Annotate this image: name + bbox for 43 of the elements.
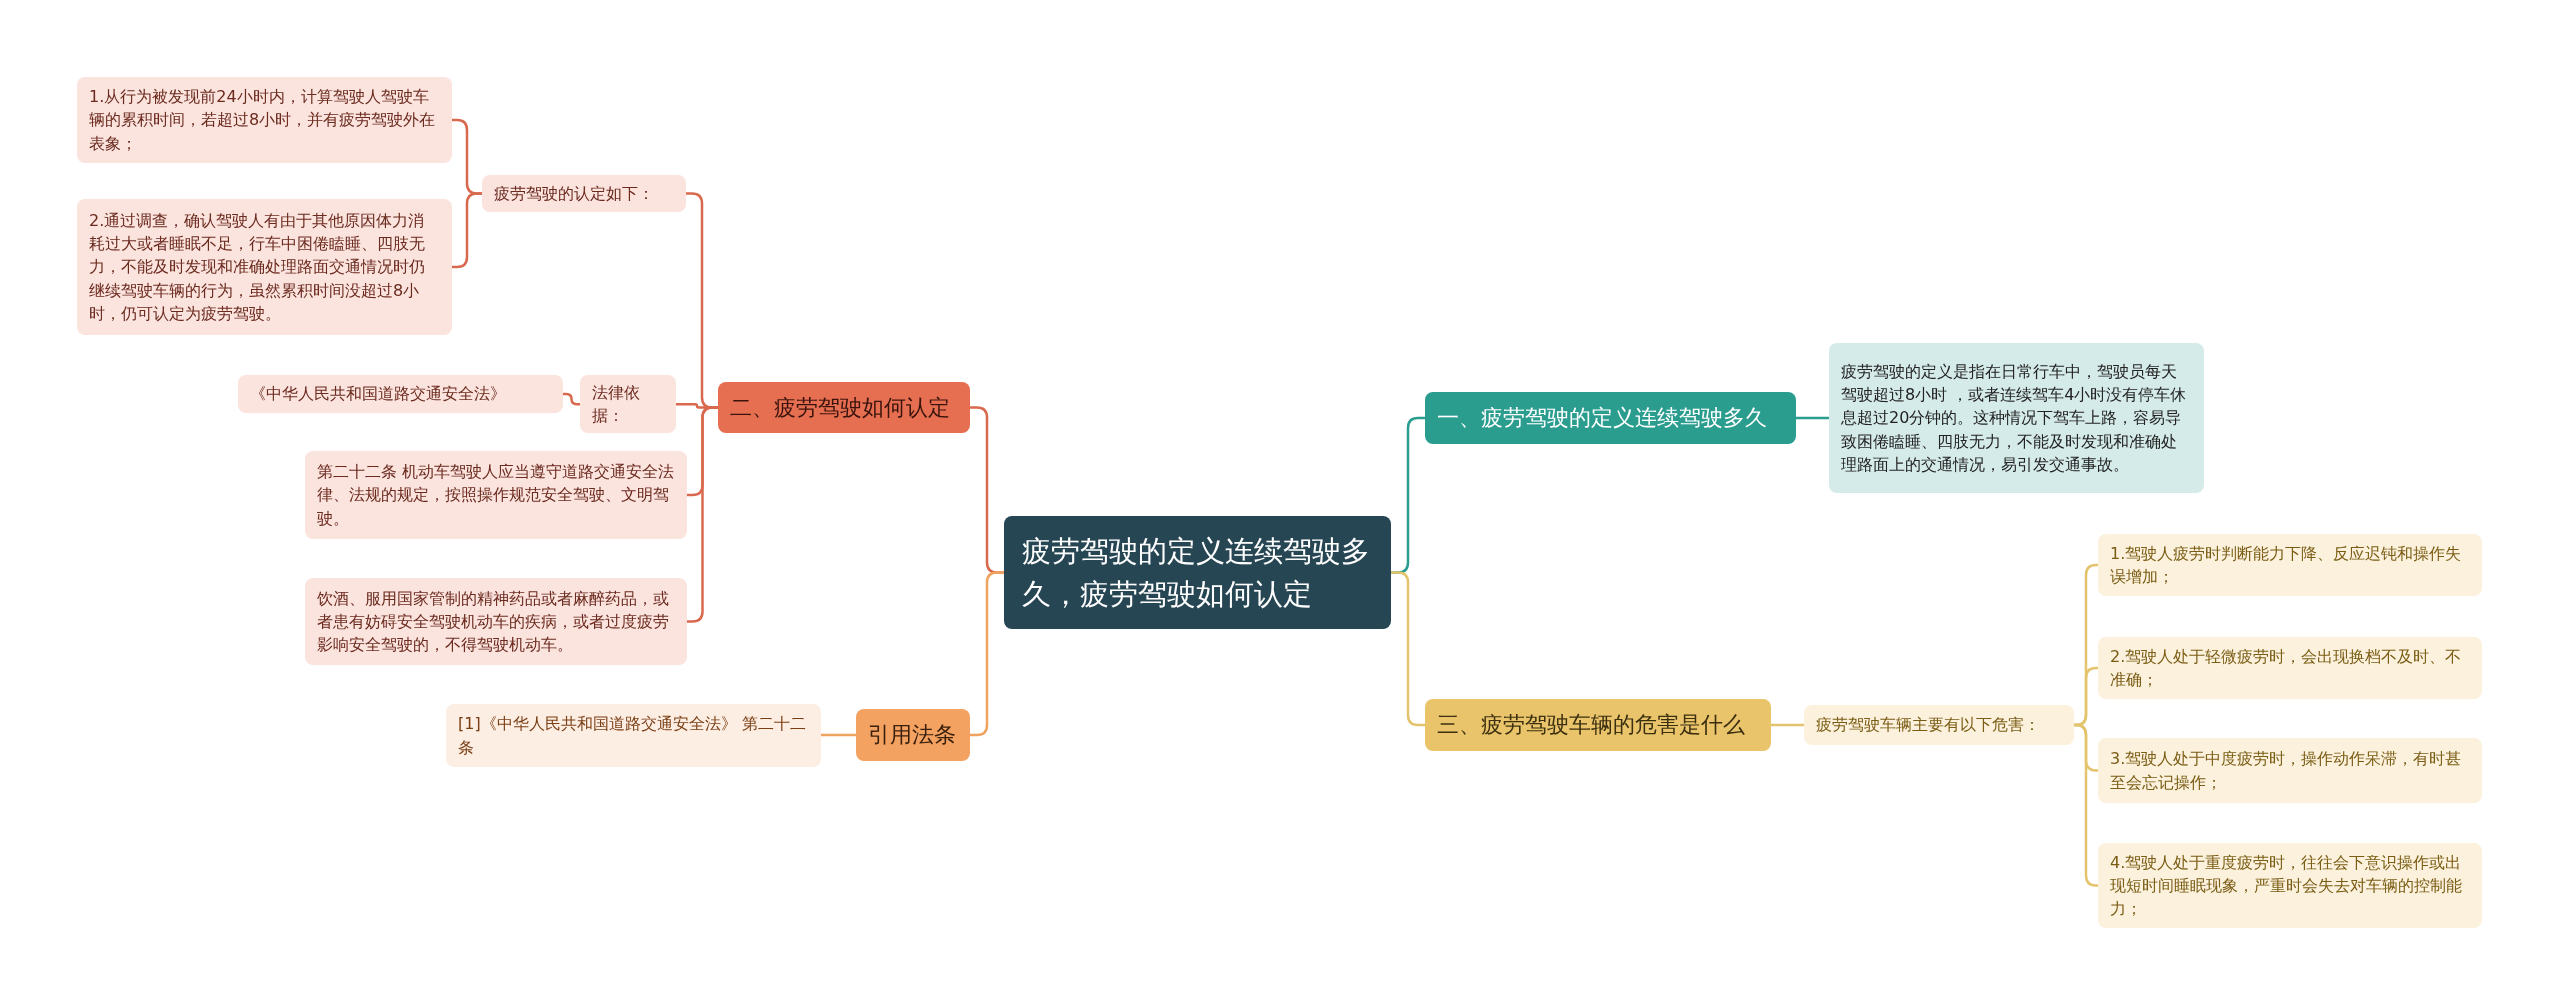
connector-line — [2074, 723, 2098, 887]
topic-text: 4.驾驶人处于重度疲劳时，往往会下意识操作或出现短时间睡眠现象，严重时会失去对车辆的控制能力； — [2110, 851, 2463, 921]
connector-line — [821, 733, 856, 737]
branch-topic-box — [1425, 392, 1796, 444]
topic-text: 1.驾驶人疲劳时判断能力下降、反应迟钝和操作失误增加； — [2110, 542, 2463, 588]
subtopic-box — [77, 77, 452, 163]
topic-text: 2.通过调查，确认驾驶人有由于其他原因体力消耗过大或者睡眠不足，行车中困倦瞌睡、四肢无力，不能及时发现和准确处理路面交通情况时仍继续驾驶车辆的行为，虽然累积时间没超过8小时，仍可认定为疲劳驾驶。 — [89, 210, 426, 325]
subtopic-box — [446, 704, 821, 767]
subtopic-box — [580, 375, 676, 434]
topic-text: 疲劳驾驶的认定如下： — [494, 182, 654, 205]
topic-text: 第二十二条 机动车驾驶人应当遵守道路交通安全法律、法规的规定，按照操作规范安全驾驶、文明驾驶。 — [317, 461, 675, 530]
branch-topic-box — [718, 382, 970, 433]
topic-text: 1.从行为被发现前24小时内，计算驾驶人驾驶车辆的累积时间，若超过8小时，并有疲劳驾驶外在表象； — [89, 86, 437, 155]
subtopic-box — [1804, 705, 2074, 745]
connector-line — [1771, 723, 1804, 727]
subtopic-box — [305, 578, 687, 665]
subtopic-box — [2098, 637, 2482, 699]
topic-text: 《中华人民共和国道路交通安全法》 — [250, 383, 506, 406]
topic-text: 引用法条 — [868, 721, 956, 750]
topic-text: 法律依据： — [592, 382, 641, 428]
branch-topic-box — [1425, 699, 1771, 751]
subtopic-box — [77, 199, 452, 335]
topic-text: 一、疲劳驾驶的定义连续驾驶多久 — [1437, 404, 1767, 433]
topic-text: 2.驾驶人处于轻微疲劳时，会出现换档不及时、不准确； — [2110, 645, 2463, 691]
subtopic-box — [2098, 843, 2482, 928]
topic-text: 3.驾驶人处于中度疲劳时，操作动作呆滞，有时甚至会忘记操作； — [2110, 748, 2463, 794]
topic-text: 二、疲劳驾驶如何认定 — [730, 393, 950, 422]
connector-line — [563, 392, 580, 406]
subtopic-box — [2098, 534, 2482, 596]
subtopic-box — [238, 375, 563, 413]
topic-text: 疲劳驾驶的定义连续驾驶多久，疲劳驾驶如何认定 — [1022, 533, 1371, 613]
branch-topic-box — [856, 709, 970, 761]
topic-text: [1]《中华人民共和国道路交通安全法》 第二十二条 — [458, 713, 807, 759]
connector-line — [1796, 416, 1829, 420]
subtopic-box — [1829, 343, 2204, 493]
topic-text: 饮酒、服用国家管制的精神药品或者麻醉药品，或者患有妨碍安全驾驶机动车的疾病，或者过度疲劳影响安全驾驶的，不得驾驶机动车。 — [317, 587, 670, 657]
subtopic-box — [2098, 738, 2482, 803]
central-topic-box — [1004, 516, 1391, 629]
topic-text: 疲劳驾驶的定义是指在日常行车中，驾驶员每天驾驶超过8小时 ，或者连续驾车4小时没有停车休息超过20分钟的。这种情况下驾车上路，容易导致困倦瞌睡、四肢无力，不能及时发现和准确处理路面上的交通情况，易引发交通事故。 — [1841, 361, 2188, 476]
subtopic-box — [305, 451, 687, 539]
topic-text: 疲劳驾驶车辆主要有以下危害： — [1816, 714, 2040, 737]
subtopic-box — [482, 175, 686, 212]
topic-text: 三、疲劳驾驶车辆的危害是什么 — [1437, 711, 1745, 740]
